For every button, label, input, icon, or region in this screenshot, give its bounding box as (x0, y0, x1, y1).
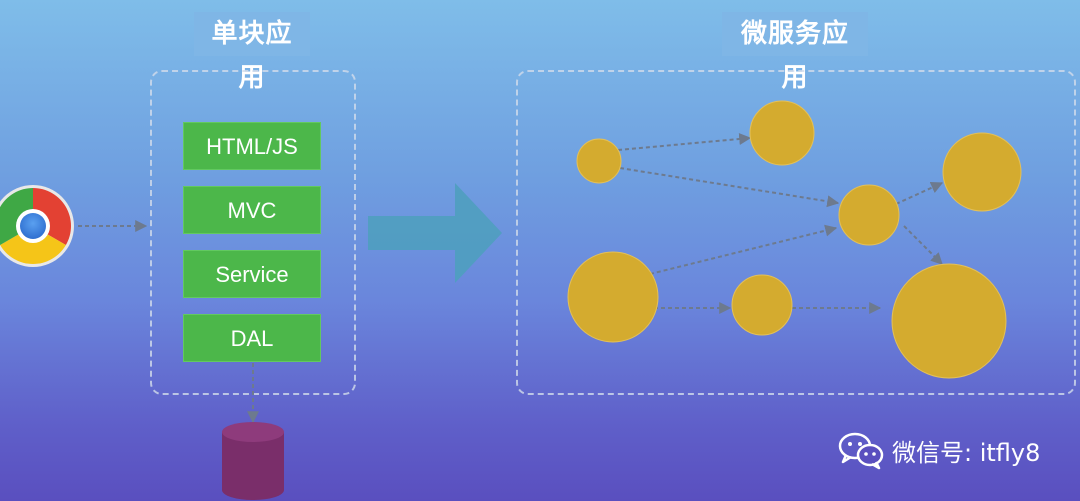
database-cylinder-icon (222, 422, 284, 500)
service-node (731, 274, 793, 336)
wechat-icon (838, 432, 884, 470)
edge-d-g (903, 225, 943, 265)
edge-d-c (895, 182, 944, 205)
edge-a-b (617, 133, 752, 151)
service-node (891, 263, 1007, 379)
layer-html-js: HTML/JS (183, 122, 321, 170)
edge-e-d (649, 224, 838, 275)
service-node (576, 138, 622, 184)
microservices-title: 微服务应用 (722, 12, 868, 93)
service-node (942, 132, 1022, 212)
layer-mvc: MVC (183, 186, 321, 234)
layer-dal: DAL (183, 314, 321, 362)
watermark: 微信号: itfly8 (838, 428, 1040, 472)
chrome-browser-icon (0, 185, 74, 267)
service-connections (617, 133, 944, 314)
service-node (567, 251, 659, 343)
service-node (749, 100, 815, 166)
service-node (838, 184, 900, 246)
microservices-frame (516, 70, 1076, 395)
layer-service: Service (183, 250, 321, 298)
transition-arrow (368, 183, 502, 283)
monolith-title: 单块应用 (194, 12, 310, 93)
edge-a-d (619, 167, 840, 208)
watermark-text: 微信号: itfly8 (892, 438, 1041, 467)
